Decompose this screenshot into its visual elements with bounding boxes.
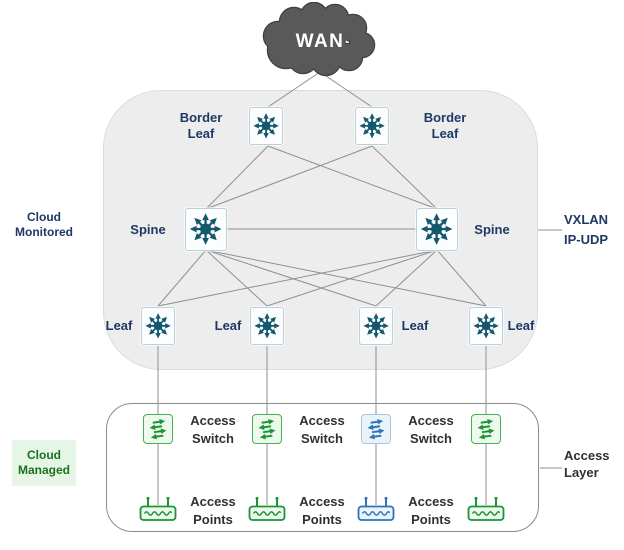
leaf-switch-3 <box>359 307 393 345</box>
border-leaf-switch-2 <box>355 107 389 145</box>
workgroup-switch-icon <box>475 417 497 442</box>
cloud-monitored-region-panel <box>103 90 538 370</box>
access-point-4 <box>466 496 506 522</box>
access-point-icon <box>248 496 286 521</box>
leaf-switch-4 <box>469 307 503 345</box>
workgroup-switch-icon <box>365 417 387 442</box>
cloud-monitored-label: Cloud Monitored <box>10 204 78 246</box>
workgroup-switch-icon <box>256 417 278 442</box>
leaf-label-3: Leaf <box>401 318 429 333</box>
cloud-managed-label: Cloud Managed <box>12 440 76 486</box>
access-points-label-3: Access Points <box>408 494 454 527</box>
spine-switch-1 <box>185 208 227 251</box>
access-points-label-2: Access Points <box>299 494 345 527</box>
multilayer-switch-icon <box>362 310 390 342</box>
spine-label-1: Spine <box>130 222 166 237</box>
wan-cloud: WAN <box>262 2 376 77</box>
workgroup-switch-icon <box>147 417 169 442</box>
wan-label: WAN <box>296 31 345 52</box>
multilayer-switch-icon <box>252 110 280 142</box>
border-leaf-to-spine-links <box>205 145 438 210</box>
access-points-label-1: Access Points <box>190 494 236 527</box>
access-point-3 <box>356 496 396 522</box>
access-switch-1 <box>143 414 173 444</box>
access-switch-label-1: Access Switch <box>190 413 236 446</box>
access-switch-4 <box>471 414 501 444</box>
spine-to-leaf-links <box>157 249 487 307</box>
multilayer-switch-icon <box>358 110 386 142</box>
leaf-switch-1 <box>141 307 175 345</box>
leaf-label-2: Leaf <box>214 318 242 333</box>
multilayer-switch-icon <box>188 211 223 247</box>
multilayer-switch-icon <box>419 211 454 247</box>
border-leaf-switch-1 <box>249 107 283 145</box>
access-switch-label-3: Access Switch <box>408 413 454 446</box>
multilayer-switch-icon <box>253 310 281 342</box>
access-point-2 <box>247 496 287 522</box>
spine-label-2: Spine <box>474 222 510 237</box>
multilayer-switch-icon <box>472 310 500 342</box>
multilayer-switch-icon <box>144 310 172 342</box>
access-switch-2 <box>252 414 282 444</box>
leaf-switch-2 <box>250 307 284 345</box>
leaf-label-4: Leaf <box>507 318 535 333</box>
wan-to-border-leaf-links <box>267 71 373 108</box>
border-leaf-label-2: Border Leaf <box>423 110 467 141</box>
cloud-managed-region-panel <box>106 403 539 532</box>
access-point-icon <box>357 496 395 521</box>
access-point-icon <box>467 496 505 521</box>
vxlan-annotation: VXLAN IP-UDP <box>564 212 609 247</box>
access-point-icon <box>139 496 177 521</box>
leaf-label-1: Leaf <box>105 318 133 333</box>
access-switch-3 <box>361 414 391 444</box>
access-point-1 <box>138 496 178 522</box>
access-layer-annotation: Access Layer <box>564 448 610 480</box>
annotation-connectors <box>538 229 562 469</box>
access-switch-label-2: Access Switch <box>299 413 345 446</box>
spine-switch-2 <box>416 208 458 251</box>
border-leaf-label-1: Border Leaf <box>179 110 223 141</box>
